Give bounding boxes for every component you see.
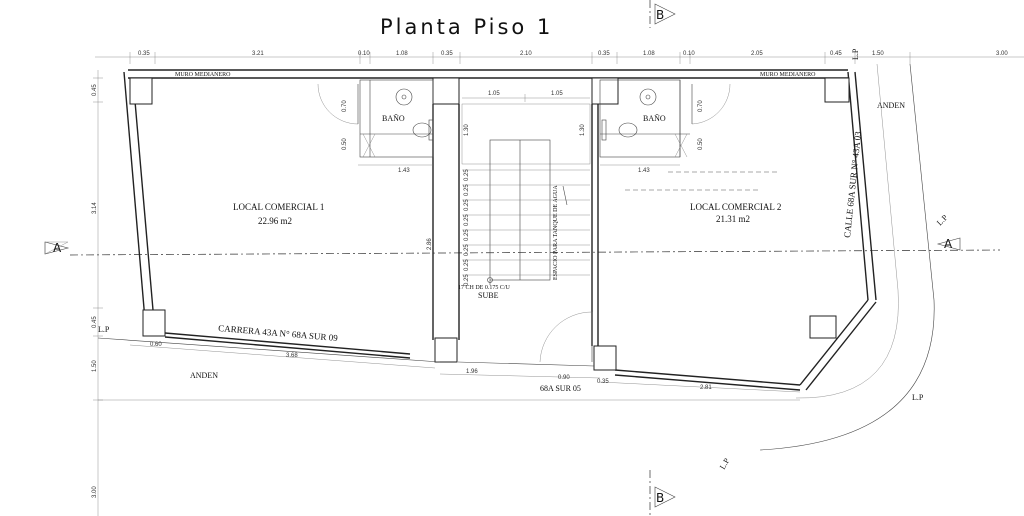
bathroom-right [599,79,731,158]
local-2-dashed-outline [625,171,780,191]
dim-top-6: 2.10 [520,51,532,57]
dim-bottom-2: 3.68 [286,353,298,359]
stair-dim-5: 0.25 [464,229,470,241]
sidewalk-lines [97,63,935,451]
outer-walls [123,69,877,391]
dim-top-2: 3.21 [252,51,264,57]
local-2-area: 21.31 m2 [716,214,750,224]
dim-bath-4: 0.70 [698,100,704,112]
lp-mark-top: L.P [851,48,860,60]
bathroom-left-label: BAÑO [382,113,405,123]
anden-right-label: ANDEN [877,101,905,110]
local-2-name: LOCAL COMERCIAL 2 [690,202,781,212]
dim-bottom-5: 0.35 [597,379,609,385]
section-mark-a-left: A [44,241,70,255]
lp-mark-bottom-right: L.P [912,393,924,402]
dim-bottom-6: 2.81 [700,385,712,391]
dim-left-4: 1.50 [92,360,98,372]
svg-text:A: A [944,237,953,251]
stair-dim-3: 0.25 [464,199,470,211]
bathroom-left [317,79,434,158]
party-wall-label-left: MURO MEDIANERO [175,72,231,78]
dim-top-11: 0.45 [830,51,842,57]
dim-stair-top-1: 1.05 [488,91,500,97]
dim-stair-top-2: 1.05 [551,91,563,97]
svg-text:B: B [656,8,664,22]
section-mark-b-bottom: B [649,470,676,516]
dim-top-7: 0.35 [598,51,610,57]
dim-bath-6: 1.43 [638,168,650,174]
local-1-area: 22.96 m2 [258,216,292,226]
staircase [462,139,590,285]
dim-top-3: 0.10 [358,51,370,57]
dim-mid: 2.86 [427,238,433,250]
column-5 [142,309,166,337]
column-3 [591,77,619,105]
bathroom-right-label: BAÑO [643,113,666,123]
dim-left-2: 3.14 [92,202,98,214]
section-mark-a-right: A [936,237,961,251]
tank-space-label: ESPACIO PARA TANQUE DE AGUA [553,185,559,280]
door-address-number: 68A SUR 05 [540,384,581,393]
dim-left-3: 0.45 [92,316,98,328]
dim-left-1: 0.45 [92,84,98,96]
dim-bath-3: 1.43 [398,168,410,174]
dim-bath-1: 0.70 [342,100,348,112]
stair-dim-2: 0.25 [464,184,470,196]
svg-text:A: A [53,241,62,255]
dim-bath-2: 0.50 [342,138,348,150]
dim-top-10: 2.05 [751,51,763,57]
section-axis-a [69,249,1001,256]
dim-top-5: 0.35 [441,51,453,57]
dim-bottom-3: 1.96 [466,369,478,375]
svg-text:B: B [656,491,664,505]
dim-top-13: 3.00 [996,51,1008,57]
dim-stair-side-2: 1.30 [580,124,586,136]
section-mark-b-top: B [649,0,676,28]
dim-bottom-1: 0.60 [150,342,162,348]
stair-dim-1: 0.25 [464,169,470,181]
column-1 [129,77,153,105]
column-8 [809,315,837,339]
local-1-name: LOCAL COMERCIAL 1 [233,202,324,212]
column-7 [593,345,617,371]
calle-address-label: CALLE 68A SUR N° 43A 03 [842,130,863,238]
dim-top-9: 0.10 [683,51,695,57]
dim-bath-5: 0.50 [698,138,704,150]
stair-dim-8: 0.25 [464,274,470,286]
dim-stair-side-1: 1.30 [464,124,470,136]
dim-left-5: 3.00 [92,486,98,498]
stair-dim-7: 0.25 [464,259,470,271]
stair-dim-4: 0.25 [464,214,470,226]
lp-mark-bottom: L.P [718,456,732,471]
lp-mark-right: L.P [935,213,950,228]
carrera-address-label: CARRERA 43A N° 68A SUR 09 [218,323,339,343]
entrance-door [457,311,595,367]
dim-top-8: 1.08 [643,51,655,57]
left-dimension-line [93,70,103,516]
stair-top-dims [461,94,591,165]
anden-bottom-label: ANDEN [190,371,218,380]
stair-dim-6: 0.25 [464,244,470,256]
lp-mark-left: L.P [98,325,110,334]
dim-top-12: 1.50 [872,51,884,57]
top-dimension-line [95,52,1024,64]
dim-bottom-4: 0.90 [558,375,570,381]
stair-direction-label: SUBE [478,291,499,300]
plan-title: Planta Piso 1 [380,15,553,39]
dim-top-1: 0.35 [138,51,150,57]
bottom-dimension-line [129,344,801,393]
column-4 [824,77,850,103]
column-6 [434,337,458,363]
stair-step-note: 17 CH DE 0.175 C/U [458,285,511,291]
column-2 [432,77,460,105]
dim-top-4: 1.08 [396,51,408,57]
party-wall-label-right: MURO MEDIANERO [760,72,816,78]
